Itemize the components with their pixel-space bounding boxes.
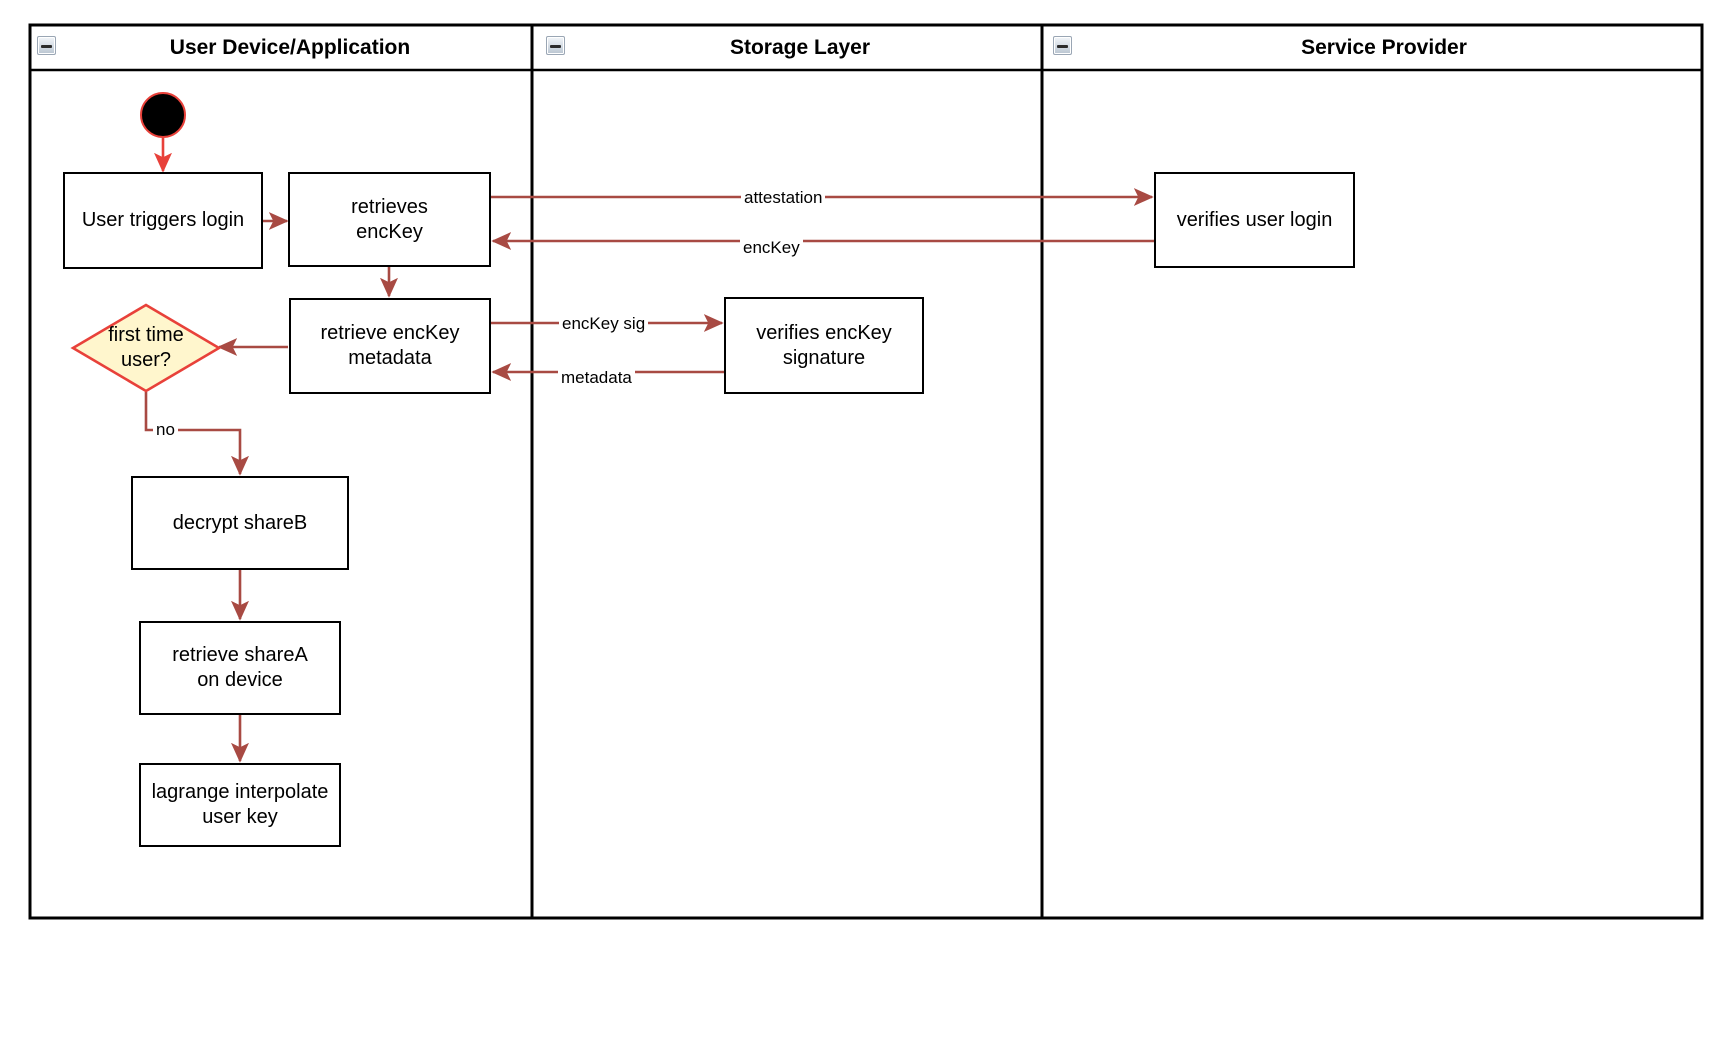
edge-label-metadata: metadata: [558, 369, 635, 387]
node-retrieve-sharea[interactable]: retrieve shareA on device: [139, 621, 341, 715]
edge-label-attestation: attestation: [741, 189, 826, 207]
lane-title-storage-layer: Storage Layer: [729, 36, 871, 59]
node-retrieves-enckey[interactable]: retrieves encKey: [288, 172, 491, 267]
node-retrieve-enckey-metadata[interactable]: retrieve encKey metadata: [289, 298, 491, 394]
node-verifies-user-login[interactable]: verifies user login: [1154, 172, 1355, 268]
edge-decision-no: [144, 392, 250, 476]
collapse-minus-icon-storage-layer[interactable]: [546, 36, 565, 55]
lane-title-user-device: User Device/Application: [169, 36, 411, 59]
edge-label-enckey-sig: encKey sig: [559, 315, 649, 333]
node-decrypt-shareb[interactable]: decrypt shareB: [131, 476, 349, 570]
decision-diamond-shape: [70, 303, 222, 393]
node-user-triggers-login[interactable]: User triggers login: [63, 172, 263, 269]
node-verifies-enckey-signature[interactable]: verifies encKey signature: [724, 297, 924, 394]
lane-title-service-provider: Service Provider: [1301, 36, 1467, 59]
node-lagrange-interpolate[interactable]: lagrange interpolate user key: [139, 763, 341, 847]
decision-label: first time user?: [108, 324, 184, 371]
collapse-minus-icon-user-device[interactable]: [37, 36, 56, 55]
edge-label-enckey: encKey: [740, 239, 803, 257]
node-first-time-user[interactable]: first time user?: [73, 305, 219, 391]
start-node[interactable]: [140, 92, 186, 138]
edge-label-no: no: [153, 421, 178, 439]
collapse-minus-icon-service-provider[interactable]: [1053, 36, 1072, 55]
